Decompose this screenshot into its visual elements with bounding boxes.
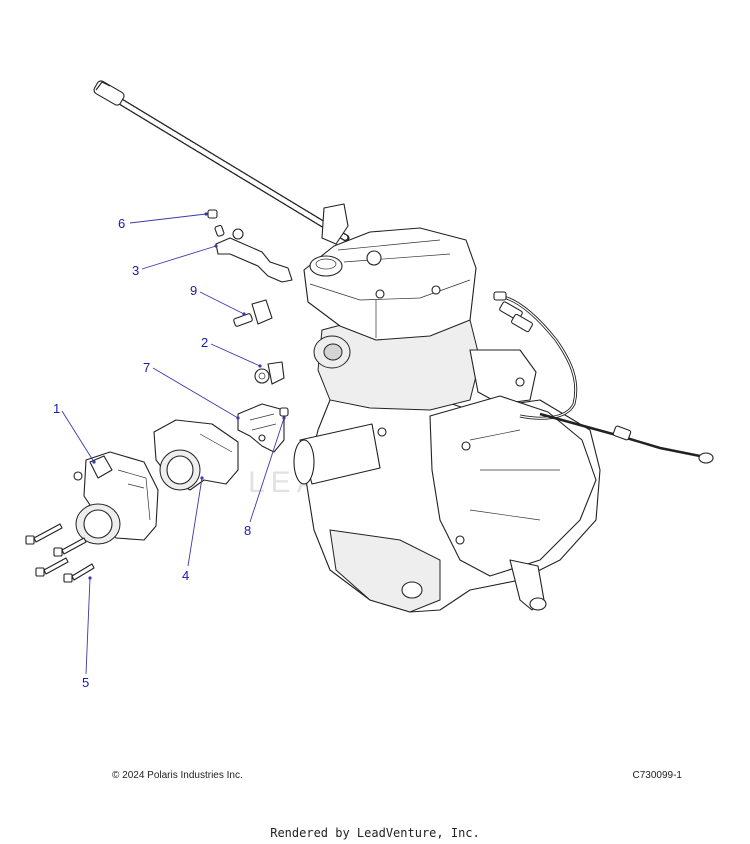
callout-9[interactable]: 9: [190, 283, 197, 298]
callout-2[interactable]: 2: [201, 335, 208, 350]
part-9-sensor: [233, 299, 273, 327]
figure-code: C730099-1: [632, 770, 682, 781]
bolt-c: [35, 557, 69, 577]
throttle-cable: [93, 80, 350, 242]
part-4-intake-adapter: [153, 419, 239, 491]
part-3-bracket: [215, 228, 293, 283]
callout-5[interactable]: 5: [82, 675, 89, 690]
bolt-b: [53, 537, 87, 557]
callout-4[interactable]: 4: [182, 568, 189, 583]
callout-3[interactable]: 3: [132, 263, 139, 278]
callout-8[interactable]: 8: [244, 523, 251, 538]
wiring-harness: [493, 291, 714, 464]
part-5-bolts: [25, 523, 95, 583]
leader-lines: [61, 212, 286, 675]
rendered-by-credit: Rendered by LeadVenture, Inc.: [270, 826, 480, 840]
part-7-sensor-bracket: [237, 403, 285, 453]
part-8-screw: [279, 407, 289, 417]
callout-numbers: 6 3 9 2 7 1 8 4 5: [53, 216, 251, 690]
copyright-notice: © 2024 Polaris Industries Inc.: [112, 770, 243, 781]
bolt-d: [63, 563, 95, 583]
bolt-a: [25, 523, 63, 545]
engine-assembly: [293, 203, 601, 613]
callout-7[interactable]: 7: [143, 360, 150, 375]
part-1-throttle-body: [73, 451, 159, 545]
callout-6[interactable]: 6: [118, 216, 125, 231]
part-6-bolt: [207, 209, 225, 237]
part-2-fitting: [254, 361, 285, 385]
callout-1[interactable]: 1: [53, 401, 60, 416]
